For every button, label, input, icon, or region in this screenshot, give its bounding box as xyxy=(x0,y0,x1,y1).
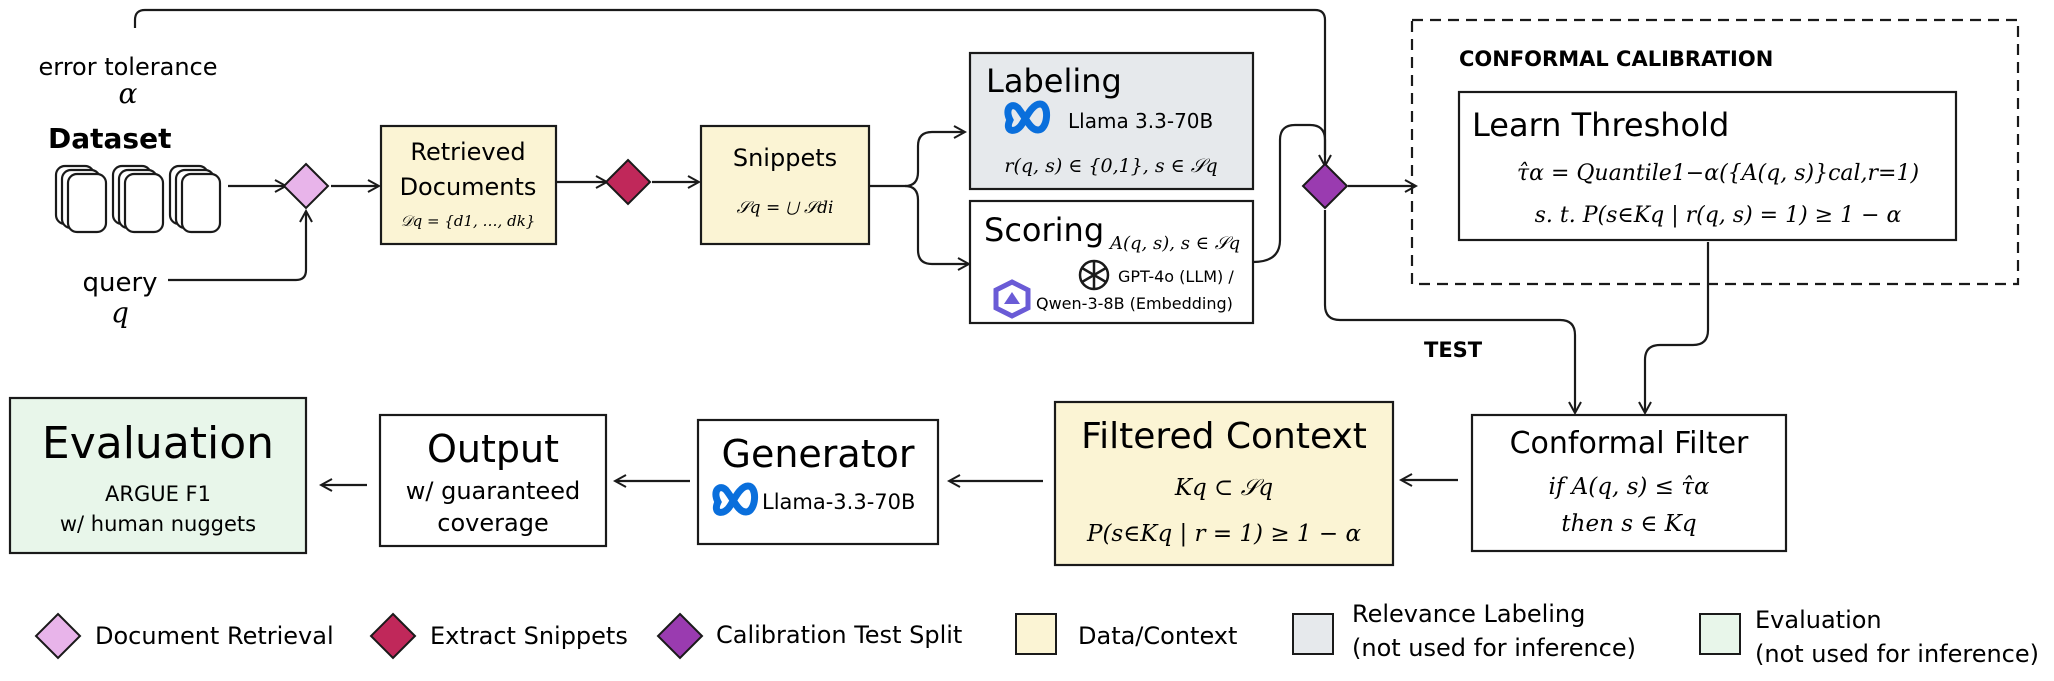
output-box: Output w/ guaranteed coverage xyxy=(378,413,608,548)
scoring-formula: A(q, s), s ∈ 𝒮q xyxy=(1108,233,1240,254)
labeling-box: Labeling Llama 3.3-70B r(q, s) ∈ {0,1}, … xyxy=(968,51,1255,191)
meta-logo-icon xyxy=(1004,100,1050,134)
learn-threshold-box xyxy=(1457,90,1958,242)
openai-logo-icon xyxy=(1078,259,1110,291)
alpha-connector xyxy=(133,8,1325,165)
query-symbol: q xyxy=(111,296,129,329)
threshold-to-filter-connector xyxy=(1645,242,1710,412)
legend-calibration-split-swatch xyxy=(656,612,704,660)
legend-evaluation-2: (not used for inference) xyxy=(1755,640,2039,668)
calibration-header: CONFORMAL CALIBRATION xyxy=(1459,47,1773,71)
scoring-box: Scoring A(q, s), s ∈ 𝒮q GPT-4o (LLM) / Q… xyxy=(968,199,1255,325)
retrieved-formula: 𝒟q = {d1, …, dk} xyxy=(401,212,536,230)
legend-relevance-1: Relevance Labeling xyxy=(1352,600,1585,628)
scoring-title: Scoring xyxy=(984,211,1104,249)
scoring-model-2: Qwen-3-8B (Embedding) xyxy=(1036,294,1233,313)
legend-relevance-2: (not used for inference) xyxy=(1352,634,1636,662)
meta-logo-icon xyxy=(712,482,758,516)
retrieved-documents-box: Retrieved Documents 𝒟q = {d1, …, dk} xyxy=(379,124,558,246)
document-retrieval-diamond xyxy=(282,162,330,210)
legend-extract-snippets-swatch xyxy=(369,612,417,660)
split-to-filter-connector xyxy=(1323,210,1575,412)
conformal-filter-box: Conformal Filter if A(q, s) ≤ τ̂α then s… xyxy=(1470,413,1788,553)
threshold-formula-2: s. t. P(s∈Kq | r(q, s) = 1) ≥ 1 − α xyxy=(1535,203,1902,228)
snippets-to-scoring-connector xyxy=(904,184,964,266)
evaluation-line-2: w/ human nuggets xyxy=(60,512,256,536)
output-line-2: coverage xyxy=(437,509,548,537)
dataset-label: Dataset xyxy=(48,122,171,155)
query-connector xyxy=(168,212,306,282)
conformal-filter-title: Conformal Filter xyxy=(1510,426,1749,461)
evaluation-line-1: ARGUE F1 xyxy=(105,482,211,506)
legend-data-context: Data/Context xyxy=(1078,622,1237,650)
legend-doc-retrieval-swatch xyxy=(34,612,82,660)
labeling-model: Llama 3.3-70B xyxy=(1068,109,1213,133)
legend: Document Retrieval Extract Snippets Cali… xyxy=(34,600,2039,668)
generator-box: Generator Llama-3.3-70B xyxy=(696,418,940,546)
dataset-icon xyxy=(54,164,222,234)
evaluation-box: Evaluation ARGUE F1 w/ human nuggets xyxy=(8,396,308,555)
retrieved-title-1: Retrieved xyxy=(410,138,525,166)
query-label: query xyxy=(82,268,157,298)
filter-formula-2: then s ∈ Kq xyxy=(1561,511,1696,537)
generator-model: Llama-3.3-70B xyxy=(762,490,915,514)
evaluation-title: Evaluation xyxy=(42,418,274,469)
legend-data-context-swatch xyxy=(1015,613,1057,655)
qwen-logo-icon xyxy=(993,279,1031,319)
calibration-split-diamond xyxy=(1301,162,1349,210)
snippets-title: Snippets xyxy=(733,144,837,172)
alpha-symbol: α xyxy=(119,77,138,110)
scoring-to-split-connector xyxy=(1252,123,1327,264)
legend-doc-retrieval: Document Retrieval xyxy=(95,622,334,650)
legend-extract-snippets: Extract Snippets xyxy=(430,622,628,650)
retrieved-title-2: Documents xyxy=(400,173,537,201)
filtered-formula-1: Kq ⊂ 𝒮q xyxy=(1174,475,1273,501)
legend-evaluation-swatch xyxy=(1699,613,1741,655)
snippets-box: Snippets 𝒮q = ⋃ 𝒮di xyxy=(699,124,871,246)
output-title: Output xyxy=(427,427,559,471)
filtered-formula-2: P(s∈Kq | r = 1) ≥ 1 − α xyxy=(1086,521,1361,547)
extract-snippets-diamond xyxy=(604,158,652,206)
legend-calibration-split: Calibration Test Split xyxy=(716,621,962,649)
filtered-context-title: Filtered Context xyxy=(1081,416,1367,457)
test-label: TEST xyxy=(1424,338,1483,362)
legend-evaluation-1: Evaluation xyxy=(1755,606,1882,634)
learn-threshold-title: Learn Threshold xyxy=(1472,106,1729,144)
snippets-formula: 𝒮q = ⋃ 𝒮di xyxy=(737,198,834,218)
filter-formula-1: if A(q, s) ≤ τ̂α xyxy=(1548,474,1710,500)
labeling-formula: r(q, s) ∈ {0,1}, s ∈ 𝒮q xyxy=(1004,155,1217,177)
conformal-calibration-region: CONFORMAL CALIBRATION Learn Threshold τ̂… xyxy=(1410,18,2020,286)
output-line-1: w/ guaranteed xyxy=(406,477,580,505)
threshold-formula-1: τ̂α = Quantile1−α({A(q, s)}cal,r=1) xyxy=(1517,161,1919,186)
scoring-model-1: GPT-4o (LLM) / xyxy=(1118,267,1234,286)
snippets-to-labeling-connector xyxy=(870,132,964,188)
generator-title: Generator xyxy=(722,432,915,476)
connectors xyxy=(133,8,1710,485)
labeling-title: Labeling xyxy=(986,62,1122,100)
legend-relevance-swatch xyxy=(1292,613,1334,655)
filtered-context-box: Filtered Context Kq ⊂ 𝒮q P(s∈Kq | r = 1)… xyxy=(1053,400,1395,567)
error-tolerance-label: error tolerance xyxy=(38,53,217,81)
